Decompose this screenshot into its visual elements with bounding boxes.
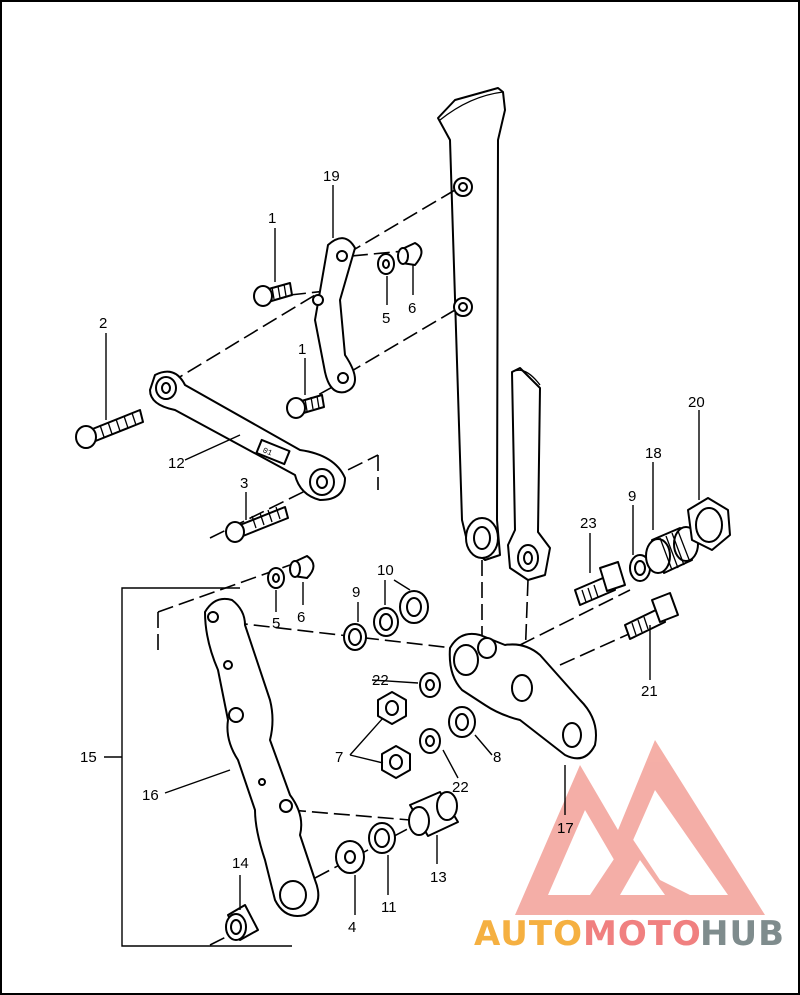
callout-2: 2 — [99, 315, 107, 332]
bracket-19 — [312, 237, 356, 394]
callout-19: 19 — [323, 168, 340, 185]
lock-nut-20 — [687, 497, 731, 551]
link-12: 01 — [149, 370, 346, 501]
washer-5-lower — [267, 567, 285, 589]
callout-4: 4 — [348, 919, 356, 936]
bracket-15 — [104, 587, 292, 947]
cap-nut-6-lower — [289, 555, 315, 579]
leader-lines — [105, 185, 700, 915]
watermark-hub: HUB — [700, 914, 785, 954]
nut-7-lower — [381, 745, 411, 779]
cap-nut-6-upper — [397, 242, 423, 266]
callout-1-upper: 1 — [268, 210, 276, 227]
callout-22-upper: 22 — [372, 672, 389, 689]
callout-1-lower: 1 — [298, 341, 306, 358]
watermark-text: AUTO MOTO HUB — [474, 914, 785, 954]
bolt-2 — [75, 409, 144, 449]
bolt-1-lower — [286, 394, 325, 419]
washer-22-lower — [419, 728, 441, 754]
callout-5-upper: 5 — [382, 310, 390, 327]
callout-13: 13 — [430, 869, 447, 886]
bushing-14 — [225, 904, 259, 941]
watermark-moto: MOTO — [583, 914, 702, 954]
bushing-10 — [373, 590, 429, 637]
upper-shift-lever — [437, 87, 506, 561]
callout-22-lower: 22 — [452, 779, 469, 796]
callout-17: 17 — [557, 820, 574, 837]
bolt-1-upper — [253, 282, 293, 307]
bushing-8 — [448, 706, 476, 738]
washer-22-upper — [419, 672, 441, 698]
spacer-13 — [408, 791, 459, 837]
callout-15: 15 — [80, 749, 97, 766]
watermark-logo — [515, 740, 765, 915]
part-marking: 01 — [261, 446, 273, 458]
bracket-17 — [448, 632, 597, 760]
callout-20: 20 — [688, 394, 705, 411]
bolt-21 — [624, 592, 679, 640]
callout-23: 23 — [580, 515, 597, 532]
callout-21: 21 — [641, 683, 658, 700]
washer-5-upper — [377, 253, 395, 275]
callout-11: 11 — [381, 899, 397, 916]
callout-12: 12 — [168, 455, 185, 472]
callout-14: 14 — [232, 855, 249, 872]
washer-4 — [335, 840, 365, 874]
callout-10: 10 — [377, 562, 394, 579]
watermark-auto: AUTO — [474, 914, 583, 954]
callout-5-lower: 5 — [272, 615, 280, 632]
washer-11 — [368, 822, 396, 854]
bolt-23 — [574, 561, 626, 606]
callout-6-upper: 6 — [408, 300, 416, 317]
nut-7-upper — [377, 691, 407, 725]
shift-rod — [507, 367, 551, 581]
bolt-3 — [225, 506, 289, 543]
callout-3: 3 — [240, 475, 248, 492]
callout-6-lower: 6 — [297, 609, 305, 626]
callout-16: 16 — [142, 787, 159, 804]
callout-18: 18 — [645, 445, 662, 462]
lever-16 — [204, 597, 320, 917]
washer-9-left — [343, 623, 367, 651]
callout-8: 8 — [493, 749, 501, 766]
callout-7: 7 — [335, 749, 343, 766]
callout-numbers: 1 1 2 3 4 5 5 6 6 7 8 9 9 10 11 12 13 14… — [80, 168, 705, 936]
callout-9-left: 9 — [352, 584, 360, 601]
callout-9-right: 9 — [628, 488, 636, 505]
